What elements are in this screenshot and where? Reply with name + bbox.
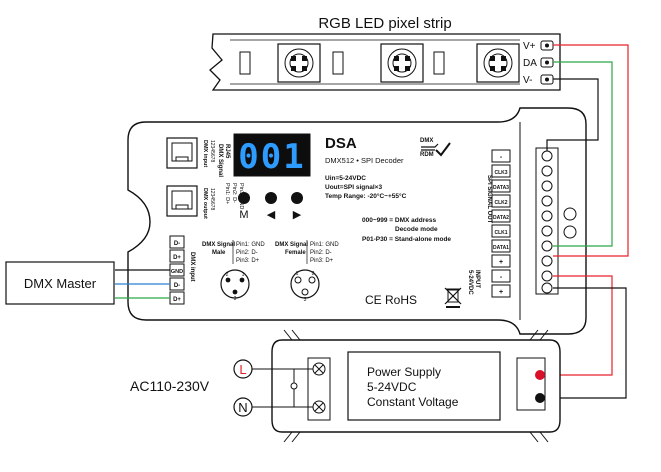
svg-text:DATA3: DATA3 bbox=[493, 185, 509, 191]
decoder-spec-2: Uout=SPI signal×3 bbox=[325, 184, 382, 191]
svg-text:RDM: RDM bbox=[420, 152, 434, 158]
svg-text:CLK2: CLK2 bbox=[494, 200, 507, 206]
button-m[interactable] bbox=[238, 192, 250, 204]
svg-text:+: + bbox=[499, 259, 503, 266]
ac-input: L N AC110-230V bbox=[130, 359, 313, 417]
display-digits: 001 bbox=[238, 137, 305, 177]
svg-text:D-: D- bbox=[174, 241, 180, 247]
button-right-label: ▶ bbox=[293, 209, 302, 221]
button-left-label: ◀ bbox=[267, 209, 276, 221]
strip-pin-vminus: V- bbox=[523, 75, 532, 86]
power-supply-unit: Power Supply 5-24VDC Constant Voltage bbox=[271, 329, 561, 443]
ps-line-2: 5-24VDC bbox=[367, 380, 417, 394]
l-label: L bbox=[239, 362, 246, 377]
rj45-pin-numbers-out: 12345678 bbox=[209, 188, 215, 210]
ac-voltage-label: AC110-230V bbox=[130, 378, 210, 394]
wire-vplus bbox=[553, 44, 629, 257]
spi-terminal-labels: - CLK3 DATA3 CLK2 DATA2 CLK1 DATA1 + bbox=[491, 149, 511, 268]
strip-pin-da: DA bbox=[523, 58, 537, 69]
button-m-label: M bbox=[239, 209, 248, 221]
dmx-master-label: DMX Master bbox=[24, 276, 97, 291]
svg-text:DATA2: DATA2 bbox=[493, 215, 509, 221]
cert-marks: CE RoHS bbox=[365, 293, 417, 307]
ps-plus-terminal bbox=[535, 370, 545, 380]
rj45-out-label: DMX output bbox=[202, 188, 208, 219]
strip-title: RGB LED pixel strip bbox=[318, 15, 451, 32]
mode-line-1: 000~999 = DMX address bbox=[362, 217, 436, 224]
led-strip: V+ DA V- bbox=[209, 33, 561, 91]
input-voltage-label: INPUT5-24VDC bbox=[467, 270, 480, 295]
pixel-chip-1 bbox=[277, 43, 321, 83]
svg-text:-: - bbox=[500, 274, 503, 281]
mode-line-3: P01-P30 = Stand-alone mode bbox=[362, 236, 451, 243]
svg-text:GND: GND bbox=[171, 269, 183, 275]
rj45-pin-numbers-in: 12345678 bbox=[209, 140, 215, 162]
weee-bin-icon bbox=[444, 287, 462, 308]
wire-vminus bbox=[546, 78, 599, 151]
xlr-male-connector: 2 1 3 bbox=[220, 269, 250, 302]
strip-pin-vplus: V+ bbox=[523, 41, 536, 52]
mode-line-2: Decode mode bbox=[395, 226, 438, 233]
svg-text:D+: D+ bbox=[173, 255, 181, 261]
svg-text:2: 2 bbox=[312, 271, 315, 277]
spi-signal-out-label: SPI SIGNAL OUT bbox=[486, 175, 492, 224]
n-terminal-icon bbox=[233, 397, 253, 417]
n-label: N bbox=[238, 400, 247, 415]
ps-line-3: Constant Voltage bbox=[367, 395, 459, 409]
svg-text:DATA1: DATA1 bbox=[493, 245, 509, 251]
screw-terminal-column bbox=[535, 147, 559, 295]
wire-ps-minus bbox=[540, 287, 627, 399]
dmx-master-box: DMX Master bbox=[5, 261, 115, 305]
led-display: 001 bbox=[233, 133, 311, 177]
dmx-input-side-label: DMX input bbox=[189, 252, 195, 282]
rj45-in-label: DMX input bbox=[202, 140, 208, 167]
decoder-subtitle: DMX512 • SPI Decoder bbox=[325, 156, 404, 165]
decoder-brand: DSA bbox=[325, 135, 357, 152]
svg-text:CLK1: CLK1 bbox=[494, 230, 507, 236]
svg-text:D-: D- bbox=[174, 283, 180, 289]
control-buttons: M ◀ ▶ bbox=[238, 192, 303, 221]
ps-line-1: Power Supply bbox=[367, 365, 441, 379]
svg-text:2: 2 bbox=[226, 272, 229, 278]
svg-text:1: 1 bbox=[296, 271, 299, 277]
rj45-port-out bbox=[166, 185, 198, 217]
l-terminal-icon bbox=[233, 359, 253, 379]
decoder-spec-3: Temp Range: -20°C~+55°C bbox=[325, 192, 407, 200]
svg-text:3: 3 bbox=[304, 297, 307, 303]
pixel-chip-3 bbox=[476, 43, 520, 83]
svg-text:+: + bbox=[499, 289, 503, 296]
wire-data bbox=[553, 61, 613, 247]
pixel-chip-2 bbox=[380, 43, 424, 83]
svg-text:D+: D+ bbox=[173, 297, 181, 303]
button-left[interactable] bbox=[265, 192, 277, 204]
button-right[interactable] bbox=[291, 192, 303, 204]
dmx-terminal-block: D- D+ GND D- D+ bbox=[169, 235, 185, 305]
xlr-female-connector: 1 2 3 bbox=[290, 269, 320, 303]
svg-text:DMX: DMX bbox=[420, 138, 433, 144]
dmx-rdm-logo: DMX RDM bbox=[420, 138, 451, 158]
rj45-signal-label: DMX SignalRJ45 bbox=[217, 144, 230, 177]
input-terminal-labels: - + bbox=[491, 269, 511, 298]
svg-text:-: - bbox=[500, 154, 503, 161]
svg-text:3: 3 bbox=[234, 296, 237, 302]
decoder-spec-1: Uin=5-24VDC bbox=[325, 175, 366, 182]
svg-text:CLK3: CLK3 bbox=[494, 170, 507, 176]
ps-minus-terminal bbox=[535, 393, 545, 403]
wire-ps-plus bbox=[540, 275, 613, 376]
rj45-port-in bbox=[166, 137, 198, 169]
svg-text:1: 1 bbox=[242, 272, 245, 278]
